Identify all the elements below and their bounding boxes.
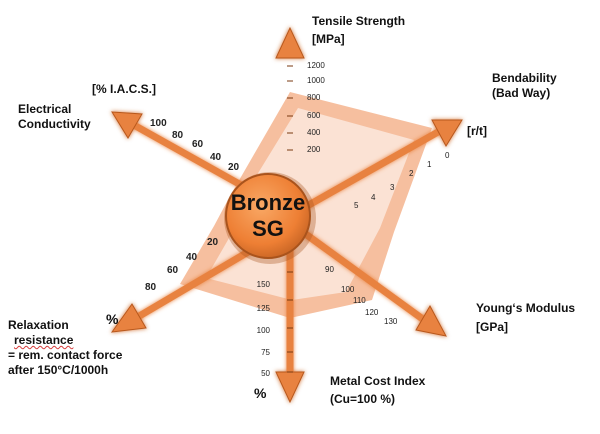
tick-label: 800 xyxy=(307,93,321,102)
tick-label: 110 xyxy=(353,296,366,305)
relaxation-ticks: 20 40 60 80 xyxy=(145,237,219,293)
tick-label: 60 xyxy=(192,139,204,150)
tick-label: 200 xyxy=(307,145,321,154)
tick-marks xyxy=(287,65,293,373)
tick-label: 0 xyxy=(445,151,450,160)
cost-ticks: 150 125 100 75 50 xyxy=(257,280,271,378)
tick-label: 40 xyxy=(186,252,198,263)
tick-label: 400 xyxy=(307,128,321,137)
tick-label: 3 xyxy=(390,183,395,192)
tick-label: 20 xyxy=(207,237,219,248)
tensile-title-line1: Tensile Strength xyxy=(312,14,406,28)
tick-label: 150 xyxy=(257,280,271,289)
tick-label: 1 xyxy=(427,160,432,169)
tensile-title: Tensile Strength [MPa] xyxy=(312,14,405,47)
axis-arrow-bendability xyxy=(298,119,463,214)
tensile-ticks: 1200 1000 800 600 400 200 xyxy=(307,61,325,154)
tick-label: 130 xyxy=(384,317,398,326)
bendability-title-line2: (Bad Way) xyxy=(492,86,551,100)
center-label-line1: Bronze xyxy=(231,190,306,215)
relaxation-title-line4: after 150°C/1000h xyxy=(8,363,109,377)
tick-label: 1000 xyxy=(307,76,325,85)
tick-label: 100 xyxy=(341,285,355,294)
youngs-title-line2: [GPa] xyxy=(476,320,509,334)
center-badge: Bronze SG xyxy=(224,172,316,264)
cost-unit: % xyxy=(254,385,267,401)
cost-title: Metal Cost Index (Cu=100 %) xyxy=(330,374,425,407)
bendability-ticks: 0 1 2 3 4 5 xyxy=(354,151,450,210)
tick-label: 50 xyxy=(261,369,270,378)
tick-label: 125 xyxy=(257,304,271,313)
relaxation-unit: % xyxy=(106,311,119,327)
bendability-title-line1: Bendability xyxy=(492,71,557,85)
youngs-ticks: 90 100 110 120 130 xyxy=(325,265,398,326)
axis-arrow-tensile xyxy=(275,26,305,200)
youngs-title-line1: Young‘s Modulus xyxy=(476,301,576,315)
tick-label: 120 xyxy=(365,308,379,317)
tick-label: 600 xyxy=(307,111,321,120)
conductivity-title-line1: Electrical xyxy=(18,102,72,116)
tick-label: 5 xyxy=(354,201,359,210)
cost-title-line1: Metal Cost Index xyxy=(330,374,426,388)
tick-label: 20 xyxy=(228,162,240,173)
tick-label: 75 xyxy=(261,348,270,357)
tick-label: 40 xyxy=(210,152,222,163)
tick-label: 60 xyxy=(167,265,179,276)
tick-label: 80 xyxy=(145,282,157,293)
bendability-unit: [r/t] xyxy=(467,124,487,138)
tick-label: 100 xyxy=(150,118,167,129)
tensile-title-line2: [MPa] xyxy=(312,32,345,46)
axis-arrow-youngs xyxy=(297,227,447,337)
tick-label: 80 xyxy=(172,130,184,141)
cost-title-line2: (Cu=100 %) xyxy=(330,392,396,406)
conductivity-ticks: 100 80 60 40 20 xyxy=(150,118,240,173)
tick-label: 4 xyxy=(371,193,376,202)
tick-label: 90 xyxy=(325,265,334,274)
tick-label: 2 xyxy=(409,169,414,178)
conductivity-unit: [% I.A.C.S.] xyxy=(92,82,157,96)
tick-label: 100 xyxy=(257,326,271,335)
conductivity-title-line2: Conductivity xyxy=(18,117,91,131)
conductivity-title: Electrical Conductivity xyxy=(18,102,91,132)
relaxation-title: Relaxation resistance = rem. contact for… xyxy=(8,318,122,378)
center-label-line2: SG xyxy=(252,216,284,241)
relaxation-title-line1: Relaxation xyxy=(8,318,69,332)
bendability-title: Bendability (Bad Way) xyxy=(492,71,557,101)
relaxation-title-line3: = rem. contact force xyxy=(8,348,123,362)
youngs-title: Young‘s Modulus [GPa] xyxy=(476,301,575,335)
relaxation-title-line2: resistance xyxy=(14,333,74,347)
tick-label: 1200 xyxy=(307,61,325,70)
